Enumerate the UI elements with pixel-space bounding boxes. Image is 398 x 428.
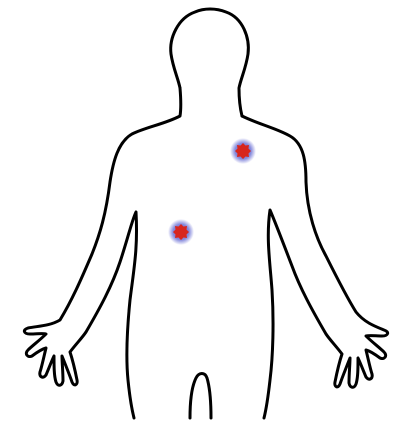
right-body-outline [242, 116, 388, 418]
marker-right-abdomen [168, 219, 194, 245]
marker-left-chest [230, 138, 256, 164]
crotch-outline [190, 374, 211, 419]
left-body-outline [24, 88, 180, 418]
head-outline [171, 9, 249, 116]
